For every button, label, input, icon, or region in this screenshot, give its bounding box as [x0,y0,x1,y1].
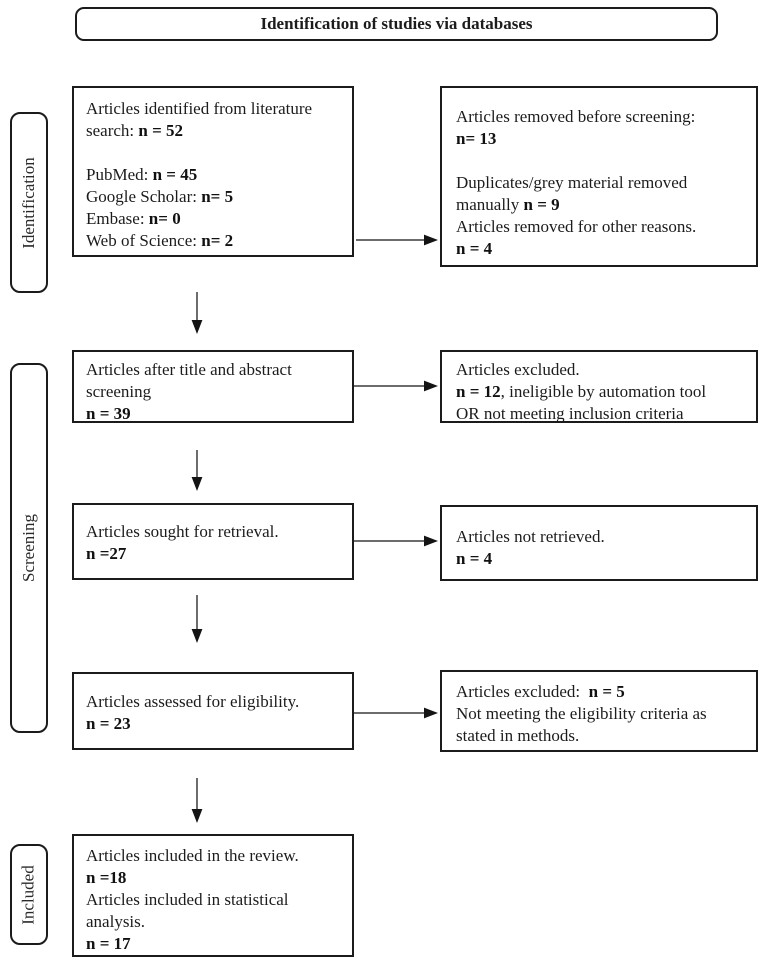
text-line: search: n = 52 [86,121,184,140]
stat-value: n = 4 [456,239,493,258]
text-line: stated in methods. [456,726,580,745]
text-line: n =27 [86,543,340,565]
stat-value: n = 4 [456,549,493,568]
box-title-abstract-screening: Articles after title and abstract screen… [72,350,354,423]
arrow-sought-to-not-retrieved [354,535,438,547]
diagram-title-box: Identification of studies via databases [75,7,718,41]
text-line: PubMed: n = 45 [86,165,198,184]
arrow-screening-to-excluded [354,380,438,392]
text-line: OR not meeting inclusion criteria [456,404,684,423]
text-line: Google Scholar: n= 5 [86,187,234,206]
box-articles-included: Articles included in the review. n =18 A… [72,834,354,957]
text-line: Articles removed before screening: [456,107,696,126]
text-line: manually n = 9 [456,195,560,214]
text-line: Articles excluded: n = 5 [456,682,625,701]
stat-value: n = 17 [86,934,131,953]
stat-value: n= 2 [201,231,234,250]
arrow-assessed-to-excluded [354,707,438,719]
box-articles-removed-before-screening: Articles removed before screening: n= 13… [440,86,758,267]
text-line: n = 23 [86,713,340,735]
stat-value: n = 39 [86,404,131,423]
text-line: Duplicates/grey material removed [456,173,688,192]
text-line: n =18 [86,867,340,889]
text-line: n = 4 [456,238,742,260]
arrow-identified-to-removed [356,234,438,246]
text-line: n = 12, ineligible by automation tool [456,382,707,401]
text-line: n= 13 [456,128,742,150]
text-line: Articles sought for retrieval. [86,522,279,541]
stat-value: n= 0 [148,209,181,228]
box-articles-not-retrieved: Articles not retrieved. n = 4 [440,505,758,581]
phase-screening-box: Screening [10,363,48,733]
text-line: Articles assessed for eligibility. [86,692,300,711]
box-articles-excluded-screening: Articles excluded. n = 12, ineligible by… [440,350,758,423]
diagram-title: Identification of studies via databases [260,14,533,33]
text-line: Not meeting the eligibility criteria as [456,704,707,723]
text-line: Articles identified from literature [86,99,313,118]
arrow-sought-to-assessed [191,595,203,643]
stat-value: n = 5 [588,682,625,701]
box-articles-excluded-eligibility: Articles excluded: n = 5 Not meeting the… [440,670,758,752]
text-line: Articles not retrieved. [456,527,605,546]
stat-value: n= 5 [201,187,234,206]
text-line: n = 4 [456,548,742,570]
phase-identification-box: Identification [10,112,48,293]
stat-value: n =18 [86,868,127,887]
phase-included-box: Included [10,844,48,945]
arrow-identified-to-title-abstract [191,292,203,334]
text-line: Articles excluded. [456,360,580,379]
stat-value: n = 12 [456,382,501,401]
stat-value: n = 23 [86,714,131,733]
text-line: Web of Science: n= 2 [86,231,234,250]
stat-value: n = 9 [523,195,560,214]
text-line: Embase: n= 0 [86,209,181,228]
text-line: analysis. [86,912,146,931]
text-line: n = 39 [86,403,340,425]
box-articles-identified: Articles identified from literature sear… [72,86,354,257]
box-articles-assessed-eligibility: Articles assessed for eligibility. n = 2… [72,672,354,750]
text-line: Articles after title and abstract [86,360,292,379]
stat-value: n = 52 [138,121,184,140]
text-line: screening [86,382,152,401]
text-line: Articles included in statistical [86,890,289,909]
box-articles-sought-retrieval: Articles sought for retrieval. n =27 [72,503,354,580]
arrow-title-abstract-to-sought [191,450,203,491]
stat-value: n =27 [86,544,127,563]
text-line: Articles removed for other reasons. [456,217,697,236]
arrow-assessed-to-included [191,778,203,823]
text-line: Articles included in the review. [86,846,299,865]
stat-value: n= 13 [456,129,497,148]
text-line: n = 17 [86,933,340,955]
stat-value: n = 45 [152,165,198,184]
